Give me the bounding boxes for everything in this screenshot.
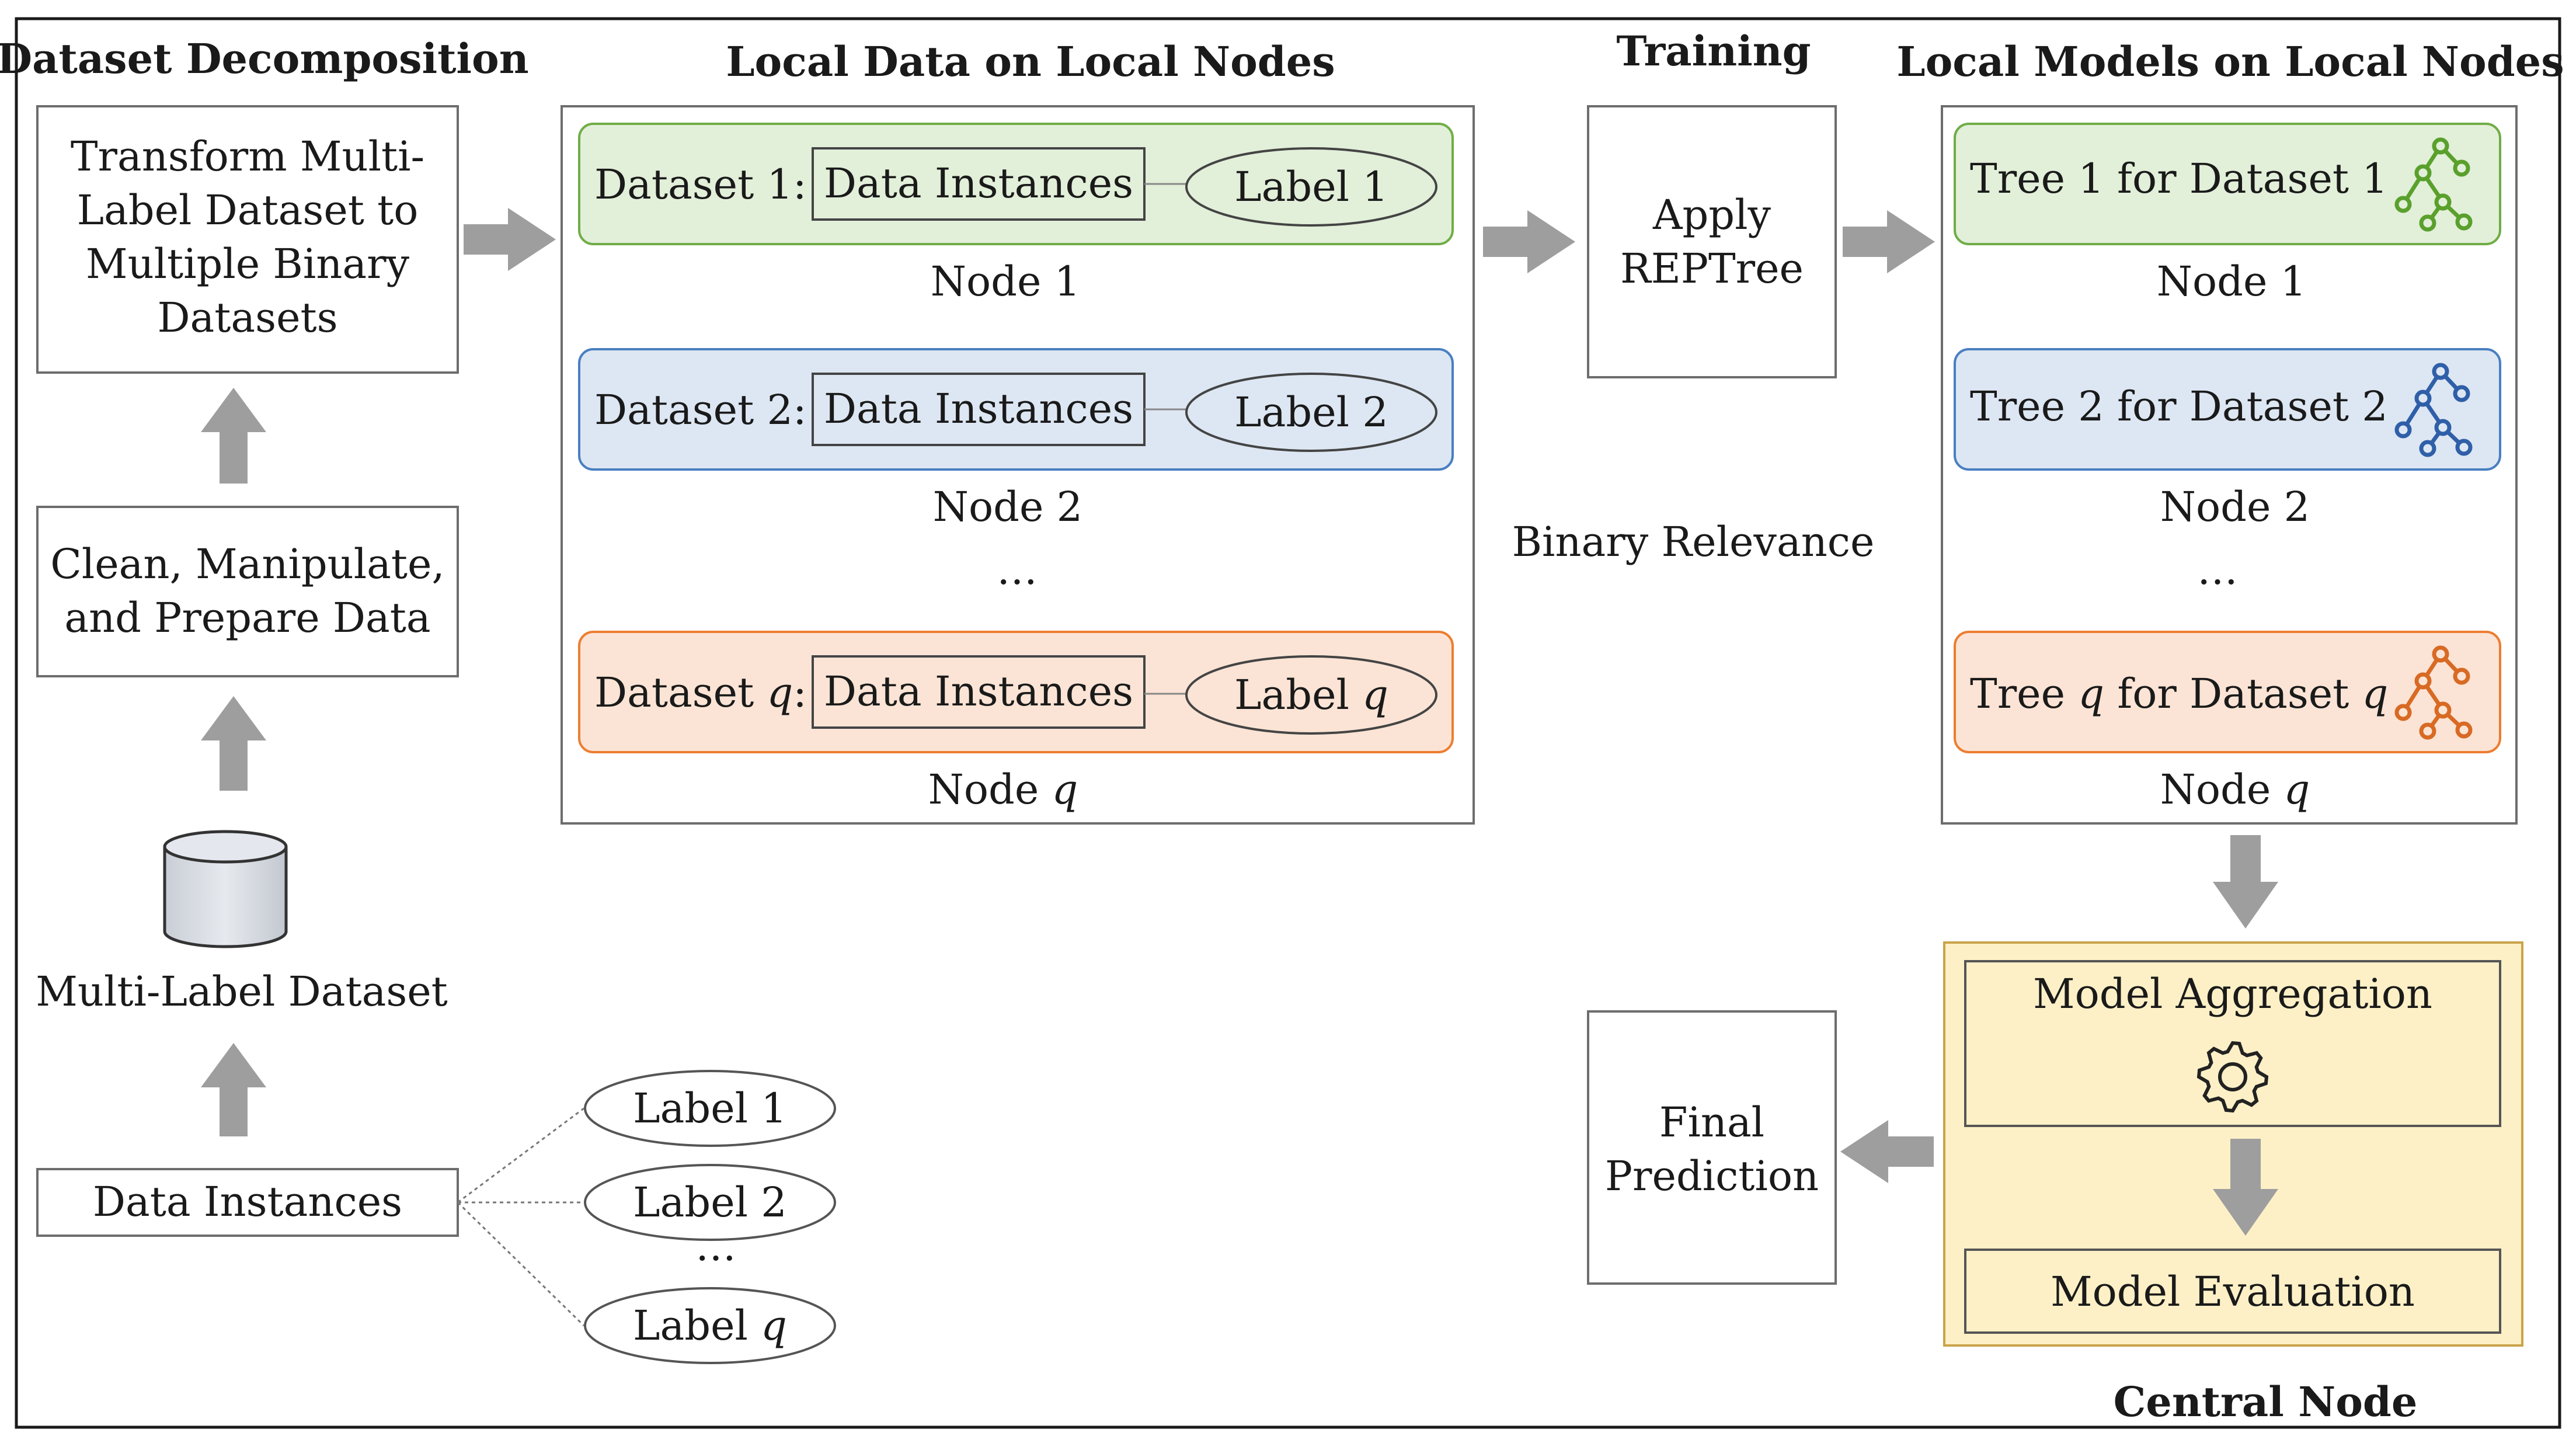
dataset-2-node: Node 2 [933,483,1082,531]
dataset-q-instances-box [812,655,1146,729]
tree-1-node: Node 1 [2157,258,2306,305]
dataset-q-node: Node q [928,766,1078,813]
label-1-ellipse [584,1070,836,1147]
model-evaluation-label: Model Evaluation [2051,1268,2415,1316]
tree-q-row [1954,631,2501,753]
dataset-q-row [578,631,1454,753]
tree-2-row [1954,348,2501,471]
label-connectors [457,1107,585,1327]
model-aggregation-box [1964,960,2501,1127]
model-evaluation-box [1964,1249,2501,1334]
tree-1-name: Tree 1 for Dataset 1 [1970,155,2388,203]
heading-dataset-decomposition: Dataset Decomposition [0,34,529,83]
apply-reptree-box [1587,105,1837,378]
clean-line-2: and Prepare Data [64,594,430,642]
arrow-icon [201,696,266,791]
dataset-q-instances: Data Instances [824,667,1133,715]
tree-q-node: Node q [2160,766,2310,813]
dataset-1-name: Dataset 1: [594,161,807,208]
heading-central-node: Central Node [2114,1378,2418,1426]
final-line-2: Prediction [1605,1152,1819,1200]
arrow-icon [201,388,266,484]
dataset-q-label: Label q [1234,671,1388,719]
label-q-ellipse [584,1287,836,1364]
dataset-2-instances: Data Instances [824,385,1133,433]
labels-ellipsis: … [695,1222,736,1270]
transform-line-4: Datasets [157,294,337,342]
arrow-icon [464,208,556,271]
final-prediction-box [1587,1010,1837,1285]
dataset-1-instances: Data Instances [824,159,1133,207]
tree-icon [2394,137,2473,232]
tree-q-name: Tree q for Dataset q [1970,670,2388,718]
dataset-1-label-ellipse [1185,147,1437,227]
clean-line-1: Clean, Manipulate, [50,540,444,588]
tree-2-node: Node 2 [2160,483,2310,531]
arrow-icon [201,1043,266,1136]
transform-line-1: Transform Multi- [71,133,424,180]
clean-box [36,506,459,677]
label-q-text: Label q [633,1302,787,1350]
heading-local-models: Local Models on Local Nodes [1896,37,2564,86]
label-1-text: Label 1 [633,1084,787,1132]
tree-1-row [1954,123,2501,245]
heading-training: Training [1616,27,1811,75]
tree-icon [2394,645,2473,740]
datasets-ellipsis: … [997,546,1038,594]
dataset-q-label-ellipse [1185,655,1437,735]
trees-ellipsis: … [2197,546,2238,594]
arrow-icon [2213,835,2278,929]
arrows [201,208,2278,1236]
database-icon [163,830,288,948]
tree-icon [2394,363,2473,457]
apply-line-1: Apply [1652,191,1771,239]
dataset-2-label-ellipse [1185,373,1437,452]
multi-label-dataset-label: Multi-Label Dataset [36,968,448,1016]
binary-relevance-label: Binary Relevance [1512,518,1875,566]
transform-line-3: Multiple Binary [86,240,410,288]
dataset-1-node: Node 1 [931,258,1080,305]
arrow-icon [1843,210,1935,273]
dataset-1-row [578,123,1454,245]
data-instances-label: Data Instances [93,1178,402,1226]
outer-frame [15,17,2561,1429]
arrow-icon [1483,210,1575,273]
dataset-2-row [578,348,1454,471]
arrow-icon [2213,1139,2278,1236]
transform-box [36,105,459,374]
dataset-q-name: Dataset q: [594,669,807,717]
arrow-icon [1840,1120,1934,1183]
transform-line-2: Label Dataset to [77,186,419,234]
dataset-2-label: Label 2 [1234,388,1388,436]
model-aggregation-label: Model Aggregation [2033,970,2432,1018]
dataset-2-name: Dataset 2: [594,386,807,434]
tree-2-name: Tree 2 for Dataset 2 [1970,383,2388,430]
data-instances-box [36,1168,459,1237]
label-2-text: Label 2 [633,1178,787,1226]
final-line-1: Final [1659,1098,1764,1146]
apply-line-2: REPTree [1620,245,1804,293]
gear-icon [2196,1041,2269,1113]
dataset-1-label: Label 1 [1234,163,1388,211]
heading-local-data: Local Data on Local Nodes [726,37,1335,86]
label-2-ellipse [584,1164,836,1241]
